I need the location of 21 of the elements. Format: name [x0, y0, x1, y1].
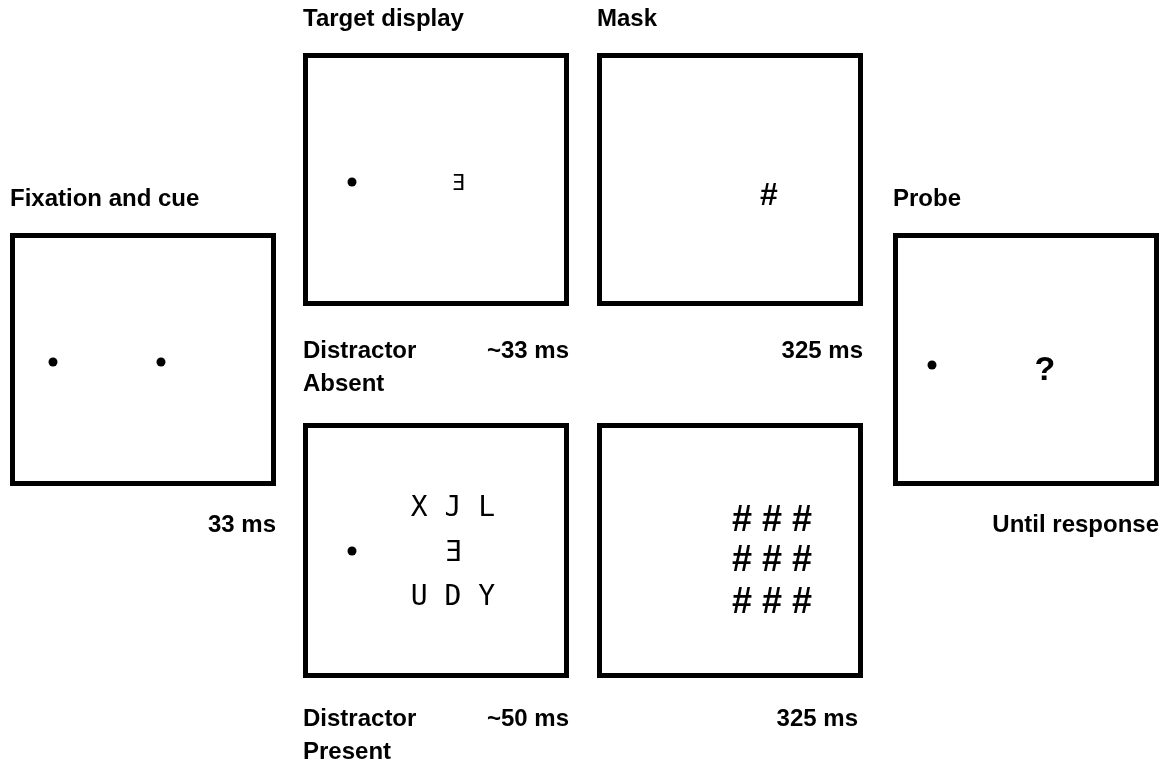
duration-label: Distractor Present [303, 703, 418, 766]
panel-heading: Target display [303, 3, 464, 33]
stimulus-symbols: Ǝ [451, 169, 465, 195]
duration-label: Distractor Absent [303, 335, 418, 398]
duration-label: Until response [992, 509, 1159, 539]
panel-heading: Mask [597, 3, 658, 33]
panel-heading: Fixation and cue [10, 183, 200, 213]
stimulus-symbols: # [760, 175, 778, 213]
duration-label: 325 ms [776, 703, 858, 733]
stimulus-symbols: U D Y [410, 578, 496, 612]
duration-label: 33 ms [207, 509, 276, 539]
duration-label: 325 ms [781, 335, 863, 365]
stimulus-symbols: Ǝ [444, 534, 462, 568]
stimulus-symbols: # # # [731, 580, 813, 622]
stimulus-symbols: # # # [731, 498, 813, 540]
duration-label: ~33 ms [486, 335, 569, 365]
panel-heading: Probe [893, 183, 961, 213]
stimulus-symbols: X J L [410, 489, 496, 523]
duration-label: ~50 ms [486, 703, 569, 733]
stimulus-symbols: ? [1034, 348, 1056, 388]
stimulus-symbols: # # # [731, 538, 813, 580]
